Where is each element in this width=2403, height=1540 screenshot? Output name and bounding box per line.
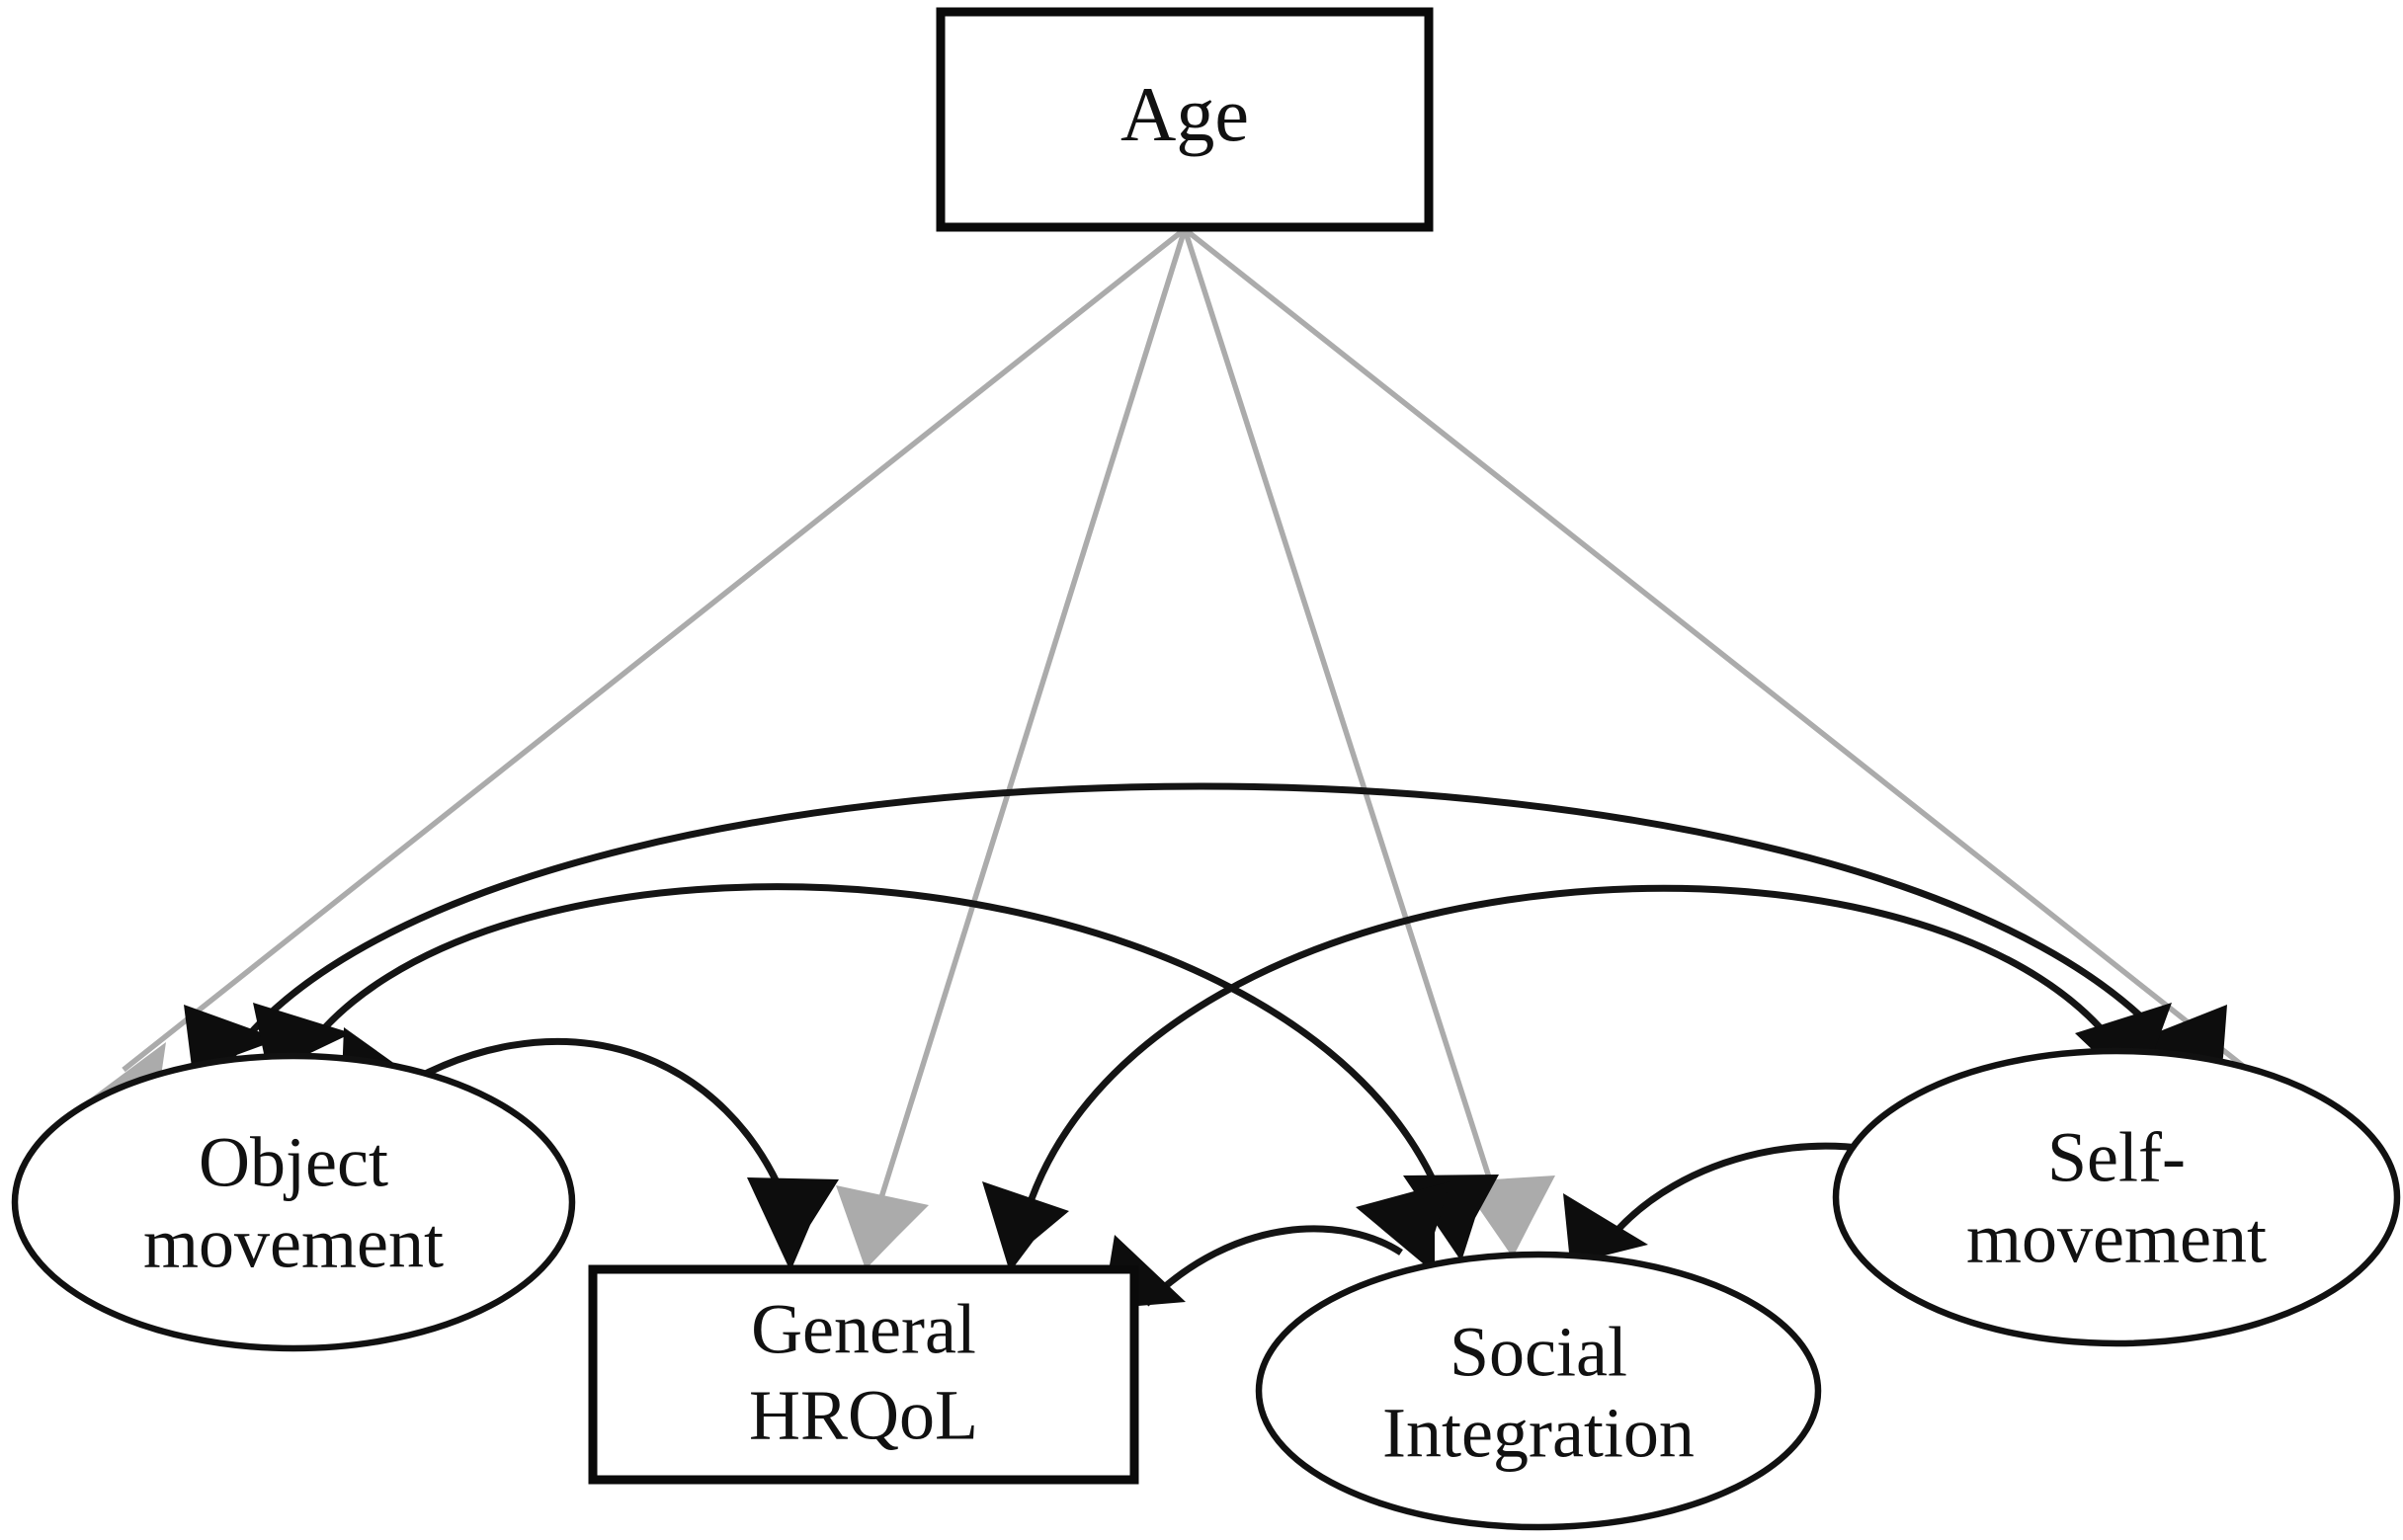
edge-line-age-hrqol	[870, 228, 1188, 1224]
edge-arc-object-hrqol	[383, 1037, 794, 1217]
edge-line-age-social	[1182, 228, 1501, 1206]
node-general-hrqol-shape	[588, 1264, 1139, 1485]
arrowhead-hrqol-social-right	[1356, 1181, 1450, 1273]
node-social-integration-shape	[1255, 1251, 1822, 1531]
node-object-movement-label-line2: movement	[143, 1204, 444, 1283]
node-self-movement[interactable]: Self- movement	[1832, 1047, 2401, 1347]
node-age[interactable]: Age	[936, 7, 1434, 232]
node-object-movement[interactable]: Object movement	[11, 1052, 576, 1352]
edge-arc-hrqol-social	[1143, 1225, 1403, 1307]
node-social-integration-label-line1: Social	[1450, 1313, 1627, 1392]
node-self-movement-label-line2: movement	[1966, 1199, 2267, 1278]
edge-age-to-social-integration[interactable]	[1182, 228, 1555, 1257]
edge-object-movement-self-movement[interactable]	[184, 782, 2227, 1106]
node-general-hrqol-label-line1: General	[751, 1290, 976, 1369]
arrowhead-hrqol-self-left	[982, 1181, 1069, 1272]
node-social-integration[interactable]: Social Integration	[1255, 1251, 1822, 1531]
edge-age-to-general-hrqol[interactable]	[836, 228, 1188, 1269]
node-self-movement-label-line1: Self-	[2047, 1118, 2186, 1197]
edge-age-to-self-movement[interactable]	[1183, 226, 2294, 1122]
edge-age-to-object-movement[interactable]	[77, 226, 1187, 1120]
node-object-movement-shape	[11, 1052, 576, 1352]
node-object-movement-label-line1: Object	[199, 1123, 388, 1202]
edge-arc-object-self	[219, 782, 2192, 1074]
arrowhead-age-hrqol	[836, 1185, 929, 1269]
node-self-movement-shape	[1832, 1047, 2401, 1347]
arrowhead-object-hrqol-right	[747, 1177, 839, 1271]
node-general-hrqol-label-line2: HRQoL	[749, 1376, 978, 1455]
node-social-integration-label-line2: Integration	[1382, 1394, 1695, 1473]
edge-arc-hrqol-self	[1020, 884, 2133, 1224]
node-age-shape	[936, 7, 1434, 232]
edge-arc-object-social	[293, 883, 1449, 1209]
edge-line-age-object	[122, 226, 1187, 1073]
node-age-label: Age	[1120, 71, 1249, 157]
node-general-hrqol[interactable]: General HRQoL	[588, 1264, 1139, 1485]
edge-line-age-self	[1183, 226, 2245, 1069]
